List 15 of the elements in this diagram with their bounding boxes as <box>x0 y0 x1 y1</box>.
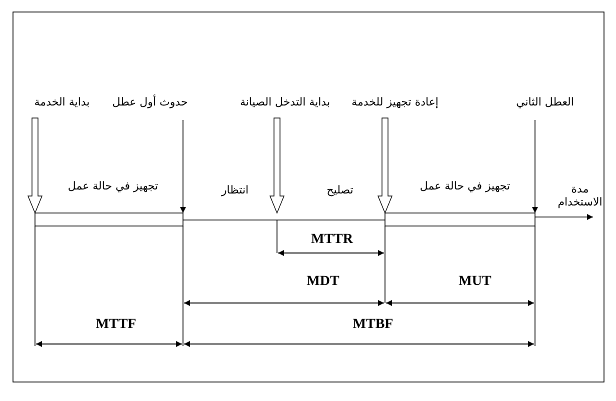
state-label: تجهيز في حالة عمل <box>68 180 158 194</box>
dimension-label: MDT <box>306 274 340 290</box>
event-label: بداية التدخل الصيانة <box>240 96 330 110</box>
state-label: تجهيز في حالة عمل <box>420 180 510 194</box>
event-label: العطل الثاني <box>516 96 574 110</box>
dimension-label: MUT <box>458 274 492 290</box>
event-label: إعادة تجهيز للخدمة <box>352 96 438 110</box>
event-label: حدوث أول عطل <box>112 96 188 110</box>
state-label: انتظار <box>221 184 249 198</box>
dimension-label: MTTR <box>311 232 353 248</box>
dimension-label: MTTF <box>96 316 136 334</box>
event-label: بداية الخدمة <box>34 96 90 110</box>
state-label: تصليح <box>326 184 354 198</box>
axis-label: مدة الاستخدام <box>556 183 604 209</box>
dimension-label: MTBF <box>352 316 394 334</box>
